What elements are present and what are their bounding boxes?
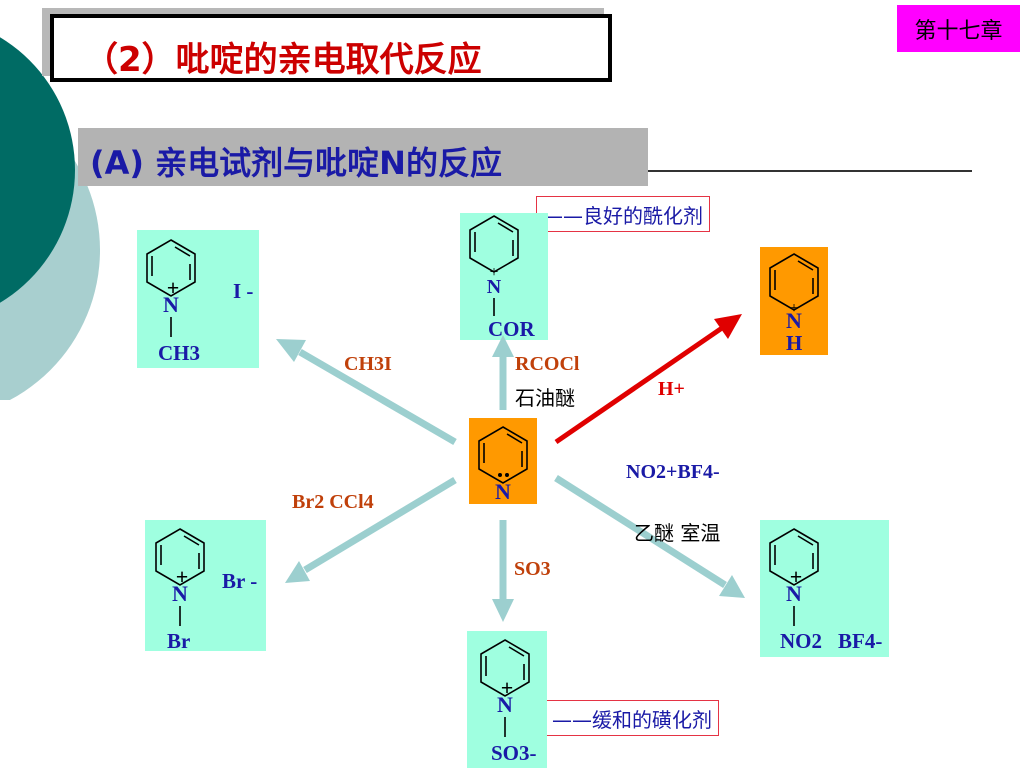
- bromopyridinium-box: [145, 520, 266, 651]
- positive-charges: + + + + + +: [167, 264, 803, 700]
- substituent-labels: CH3 I - COR H Br Br - NO2 BF4- SO3-: [158, 279, 882, 765]
- subtitle-underline: [648, 170, 972, 172]
- substituent-hydrogen: H: [786, 331, 802, 355]
- reagent-nitronium: NO2+BF4-: [626, 461, 720, 483]
- charge-sulfo: +: [501, 675, 514, 700]
- lone-pair-dot-1: [498, 473, 502, 477]
- subtitle-bar: (A) 亲电试剂与吡啶N的反应: [78, 128, 648, 186]
- nitrogen-bromo: N: [172, 581, 188, 606]
- arrowhead-methyl: [276, 339, 306, 362]
- substituent-methyl: CH3: [158, 341, 200, 365]
- reagent-acyl-chloride: RCOCl: [515, 353, 580, 375]
- counterion-tetrafluoroborate: BF4-: [838, 629, 882, 653]
- nitronium-conditions: 乙醚 室温: [634, 521, 720, 545]
- arrowhead-nitro: [719, 575, 745, 598]
- arrow-to-pyridinium: [554, 325, 724, 445]
- decorative-circles: [0, 37, 100, 400]
- arrowhead-pyridinium: [714, 314, 742, 339]
- arrow-to-bromo: [303, 476, 457, 574]
- counterion-bromide: Br -: [222, 569, 257, 593]
- substituent-sulfonate: SO3-: [491, 741, 537, 765]
- counterion-iodide: I -: [233, 279, 253, 303]
- charge-pyridinium: +: [789, 300, 798, 317]
- reagent-methyl-iodide: CH3I: [344, 353, 392, 375]
- sulfonating-note-text: ——缓和的磺化剂: [552, 707, 712, 732]
- slide-title: （2）吡啶的亲电取代反应: [84, 40, 482, 80]
- charge-nitro: +: [790, 564, 803, 589]
- acylating-note: ——良好的酰化剂: [536, 196, 710, 232]
- dark-teal-circle: [0, 37, 75, 303]
- methylpyridinium-box: [137, 230, 259, 368]
- nitrogen-nitro: N: [786, 581, 802, 606]
- reagent-sulfur-trioxide: SO3: [514, 558, 551, 580]
- nitrogen-methyl: N: [163, 292, 179, 317]
- sulfonating-note: ——缓和的磺化剂: [545, 700, 719, 736]
- reagent-labels: CH3I RCOCl H+ NO2+BF4- Br2 CCl4 SO3: [292, 353, 720, 580]
- chapter-tag: 第十七章: [897, 5, 1020, 52]
- reagent-proton: H+: [658, 378, 685, 400]
- title-box: （2）吡啶的亲电取代反应: [50, 14, 612, 82]
- acyl-solvent: 石油醚: [515, 386, 575, 410]
- substituent-nitro: NO2: [780, 629, 822, 653]
- charge-acyl: +: [489, 264, 498, 281]
- nitrogen-acyl: N: [487, 276, 502, 298]
- solvent-labels: 石油醚 乙醚 室温: [515, 386, 720, 545]
- nitrogen-pyridine: N: [495, 479, 511, 504]
- substituent-acyl: COR: [488, 317, 536, 341]
- section-subtitle: (A) 亲电试剂与吡啶N的反应: [90, 144, 502, 182]
- reagent-bromine: Br2 CCl4: [292, 491, 374, 513]
- charge-methyl: +: [167, 275, 180, 300]
- nitrogen-atoms: N N N N N N N: [163, 276, 802, 717]
- nitropyridinium-box: [760, 520, 889, 657]
- arrowhead-bromo: [285, 561, 310, 583]
- pyridinium-box: [760, 247, 828, 355]
- reagent-arrows: [276, 335, 745, 622]
- substituent-bromo: Br: [167, 629, 190, 653]
- pyridine-box: [469, 418, 537, 504]
- nitrogen-pyridinium: N: [786, 308, 802, 333]
- nitrogen-sulfo: N: [497, 692, 513, 717]
- charge-bromo: +: [176, 564, 189, 589]
- arrowhead-sulfo: [492, 599, 514, 622]
- arrow-to-methyl: [298, 348, 457, 446]
- arrow-to-nitro: [554, 475, 727, 588]
- lone-pair-dot-2: [505, 473, 509, 477]
- arrowhead-acyl: [492, 335, 514, 357]
- acylating-note-text: ——良好的酰化剂: [543, 203, 703, 228]
- n-substituent-bonds: [170, 298, 795, 737]
